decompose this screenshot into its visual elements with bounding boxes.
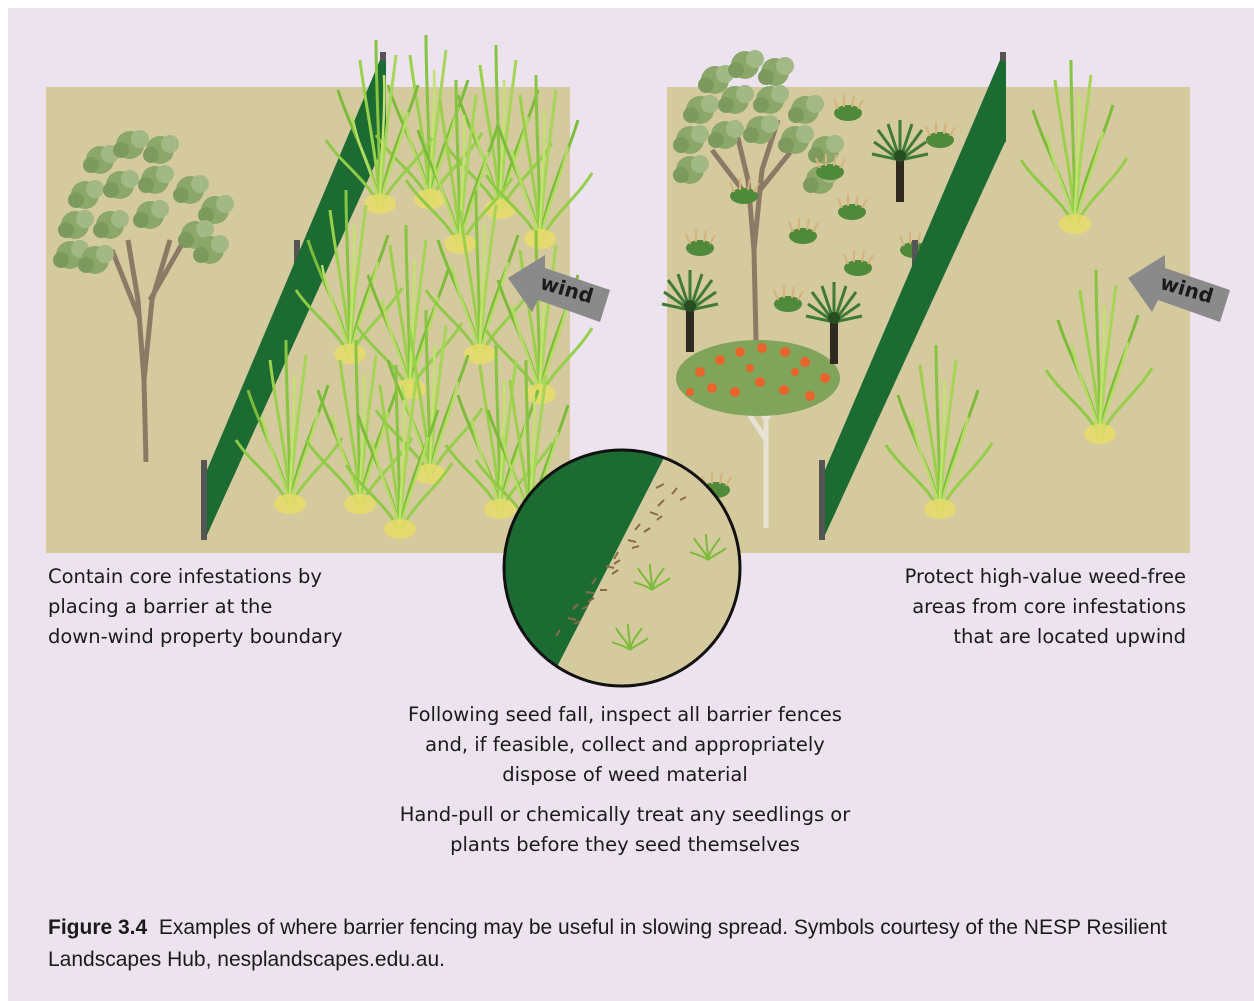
figure-caption-text: Examples of where barrier fencing may be… [48,916,1167,971]
left-scene: wind [46,35,610,553]
treatment-instruction: Hand-pull or chemically treat any seedli… [300,800,950,860]
right-caption: Protect high-value weed-free areas from … [790,562,1186,652]
figure-caption: Figure 3.4 Examples of where barrier fen… [48,912,1208,976]
left-caption: Contain core infestations by placing a b… [48,562,468,652]
inspection-instruction: Following seed fall, inspect all barrier… [300,700,950,790]
right-scene: wind [662,50,1230,553]
right-fence-post-bottom [819,460,825,540]
figure-label: Figure 3.4 [48,916,147,939]
left-fence-post-bottom [201,460,207,540]
